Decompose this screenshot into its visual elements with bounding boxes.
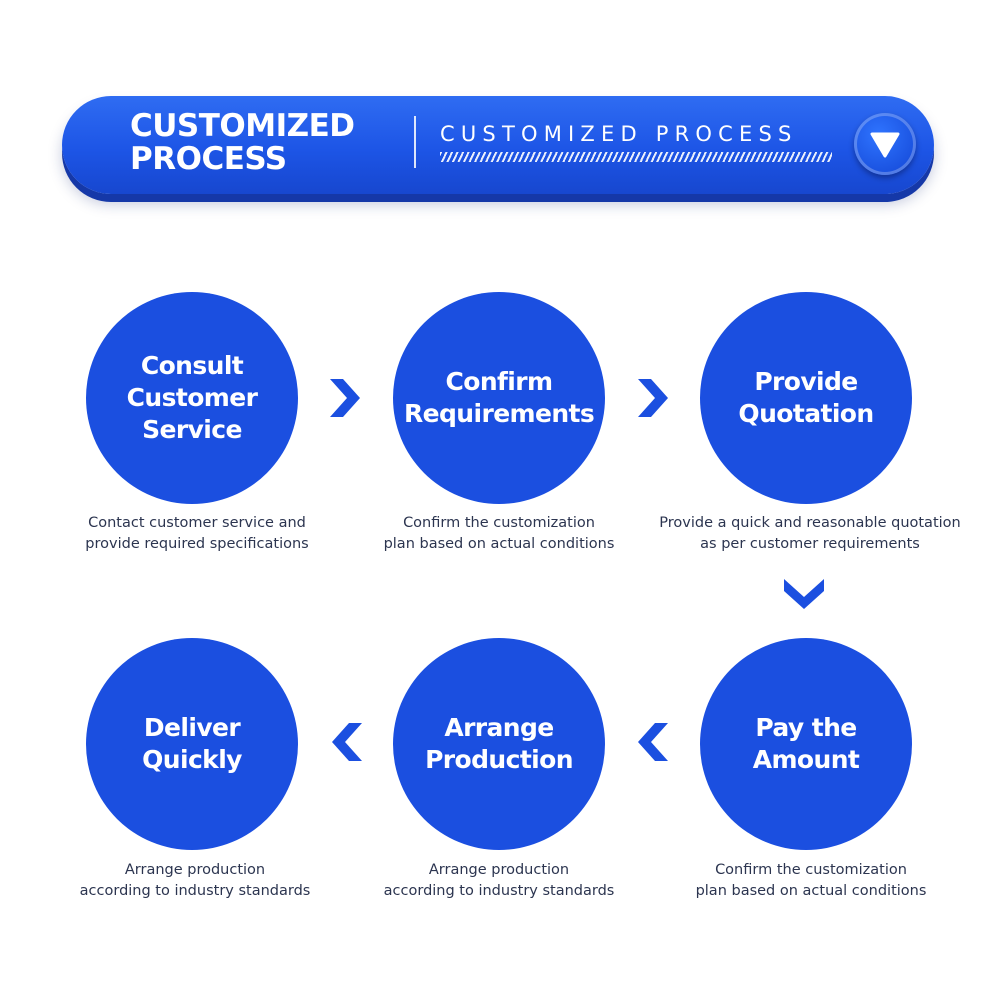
step-4-title: Pay the Amount xyxy=(752,713,860,774)
step-6-description: Arrange production according to industry… xyxy=(79,862,311,899)
step-3-description: Provide a quick and reasonable quotation… xyxy=(659,515,961,552)
chevron-left-icon xyxy=(638,723,668,761)
triangle-down-icon xyxy=(870,132,900,158)
chevron-right-icon xyxy=(330,379,360,417)
banner-dropdown-button[interactable] xyxy=(854,113,916,175)
step-4-description: Confirm the customization plan based on … xyxy=(695,862,927,899)
step-6-circle: Deliver Quickly xyxy=(86,638,298,850)
chevron-left-icon xyxy=(332,723,362,761)
banner-hatch-pattern xyxy=(440,152,832,162)
step-2-description: Confirm the customization plan based on … xyxy=(383,515,615,552)
step-1-description: Contact customer service and provide req… xyxy=(85,515,309,552)
banner-title: CUSTOMIZED PROCESS xyxy=(130,108,355,177)
header-banner: CUSTOMIZED PROCESS CUSTOMIZED PROCESS xyxy=(62,96,934,194)
step-4-circle: Pay the Amount xyxy=(700,638,912,850)
chevron-right-icon xyxy=(638,379,668,417)
step-5-description: Arrange production according to industry… xyxy=(383,862,615,899)
step-3-circle: Provide Quotation xyxy=(700,292,912,504)
chevron-down-icon xyxy=(784,579,824,609)
step-1-circle: Consult Customer Service xyxy=(86,292,298,504)
step-2-title: Confirm Requirements xyxy=(404,367,595,428)
step-1-title: Consult Customer Service xyxy=(126,351,258,444)
step-5-circle: Arrange Production xyxy=(393,638,605,850)
banner-divider xyxy=(414,116,416,168)
step-5-title: Arrange Production xyxy=(425,713,573,774)
banner-subtitle: CUSTOMIZED PROCESS xyxy=(440,122,798,146)
step-2-circle: Confirm Requirements xyxy=(393,292,605,504)
step-6-title: Deliver Quickly xyxy=(142,713,242,774)
step-3-title: Provide Quotation xyxy=(738,367,874,428)
